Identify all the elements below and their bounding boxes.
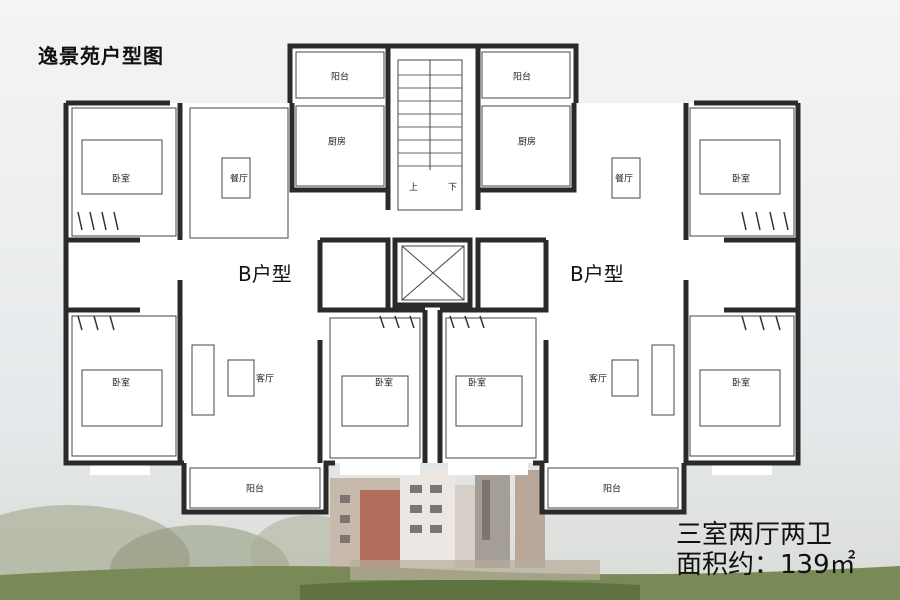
room-dining-left: 餐厅: [229, 174, 249, 185]
room-bedroom-nw: 卧室: [111, 174, 131, 185]
room-kitchen-left: 厨房: [327, 137, 347, 148]
room-balcony-north-right: 阳台: [512, 72, 532, 83]
unit-label-right: B户型: [570, 262, 624, 286]
room-living-right: 客厅: [588, 374, 608, 385]
stair-up-label: 上: [409, 183, 419, 193]
unit-label-left: B户型: [238, 262, 292, 286]
room-dining-right: 餐厅: [614, 174, 634, 185]
room-bedroom-se: 卧室: [731, 378, 751, 389]
room-bedroom-center-left: 卧室: [374, 378, 394, 389]
room-bedroom-center-right: 卧室: [467, 378, 487, 389]
area-summary: 面积约：139㎡: [676, 550, 856, 580]
summary-box: 三室两厅两卫 面积约：139㎡: [676, 520, 856, 580]
layout-summary: 三室两厅两卫: [676, 520, 833, 550]
room-balcony-north-left: 阳台: [330, 72, 350, 83]
building-photo: [330, 468, 545, 568]
room-balcony-south-left: 阳台: [245, 484, 265, 495]
room-balcony-south-right: 阳台: [602, 484, 622, 495]
room-living-left: 客厅: [255, 374, 275, 385]
room-kitchen-right: 厨房: [517, 137, 537, 148]
page-title: 逸景苑户型图: [38, 44, 164, 68]
stair-down-label: 下: [448, 183, 458, 193]
room-bedroom-ne: 卧室: [731, 174, 751, 185]
room-bedroom-sw: 卧室: [111, 378, 131, 389]
